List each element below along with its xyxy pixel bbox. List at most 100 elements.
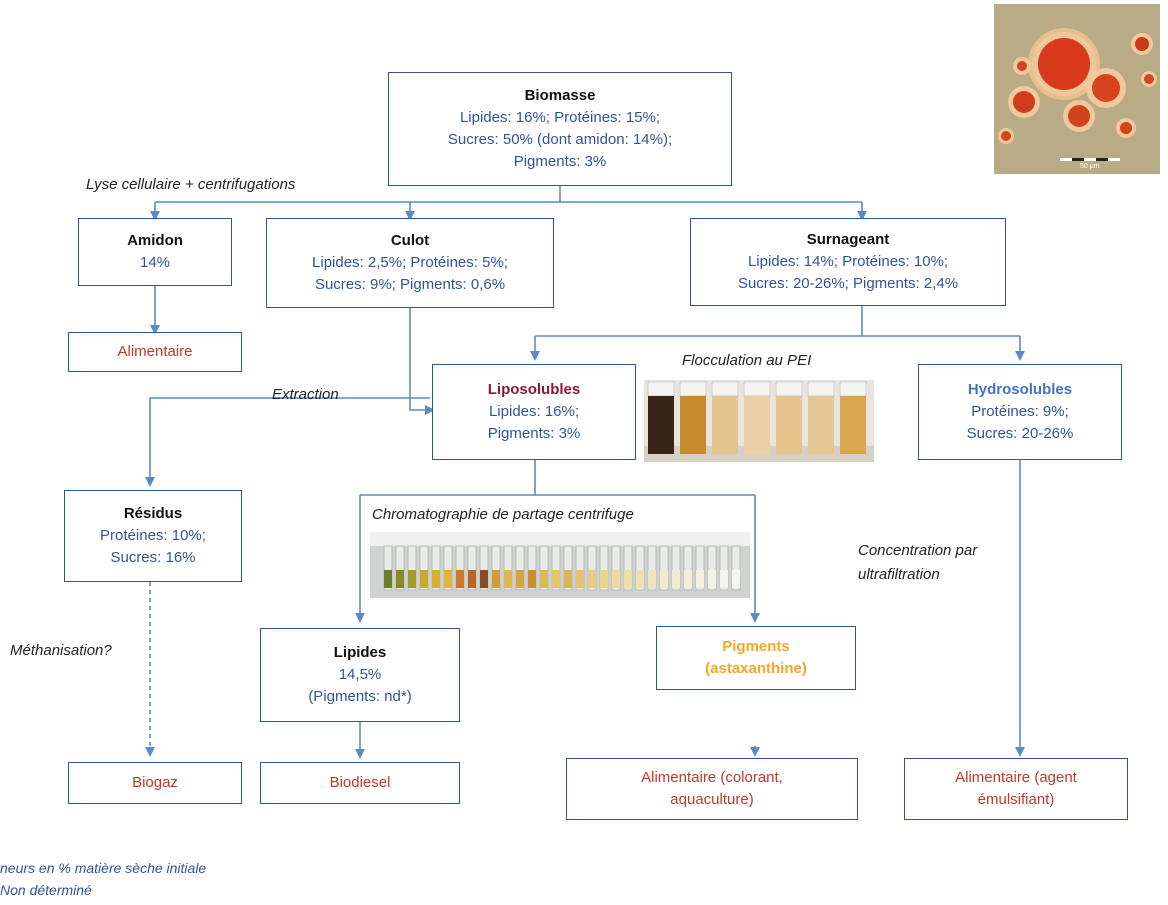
tube xyxy=(419,545,429,591)
tube xyxy=(443,545,453,591)
tube xyxy=(503,545,513,591)
tube xyxy=(491,545,501,591)
tube-fraction xyxy=(732,570,740,588)
hydrosolubles-line2: Sucres: 20-26% xyxy=(966,425,1074,442)
vials-illustration xyxy=(644,380,874,462)
surnageant-line2: Sucres: 20-26%; Pigments: 2,4% xyxy=(737,275,959,292)
hydrosolubles-line1: Protéines: 9%; xyxy=(971,403,1069,420)
biomasse-line1: Lipides: 16%; Protéines: 15%; xyxy=(459,109,661,126)
tube-fraction xyxy=(552,570,560,588)
concentration-label-1: Concentration par xyxy=(858,542,978,559)
extraction-label: Extraction xyxy=(272,386,339,403)
tube-fraction xyxy=(504,570,512,588)
tube-fraction xyxy=(624,570,632,588)
tube-fraction xyxy=(708,570,716,588)
culot-line2: Sucres: 9%; Pigments: 0,6% xyxy=(314,276,506,293)
tube-fraction xyxy=(576,570,584,588)
tube xyxy=(671,545,681,591)
hydrosolubles-box: Hydrosolubles Protéines: 9%; Sucres: 20-… xyxy=(918,364,1122,460)
amidon-box: Amidon 14% xyxy=(78,218,232,286)
tube xyxy=(467,545,477,591)
tube-fraction xyxy=(672,570,680,588)
tube xyxy=(539,545,549,591)
alimentaire-label: Alimentaire xyxy=(117,343,193,360)
pigments-subtitle: (astaxanthine) xyxy=(705,660,807,677)
tube xyxy=(695,545,705,591)
tube-fraction xyxy=(492,570,500,588)
pigments-box: Pigments (astaxanthine) xyxy=(656,626,856,690)
tube-fraction xyxy=(588,570,596,588)
tube-fraction xyxy=(612,570,620,588)
tube xyxy=(647,545,657,591)
biodiesel-box: Biodiesel xyxy=(260,762,460,804)
alimentaire-agent-line1: Alimentaire (agent xyxy=(955,769,1077,786)
amidon-value: 14% xyxy=(139,254,171,271)
footnote-units: neurs en % matière sèche initiale xyxy=(0,860,207,876)
lipides-line1: 14,5% xyxy=(338,666,382,683)
lipides-title: Lipides xyxy=(333,644,387,661)
culot-box: Culot Lipides: 2,5%; Protéines: 5%; Sucr… xyxy=(266,218,554,308)
tube-fraction xyxy=(456,570,464,588)
tube xyxy=(599,545,609,591)
hydrosolubles-title: Hydrosolubles xyxy=(967,381,1073,398)
biodiesel-label: Biodiesel xyxy=(329,774,391,791)
tube xyxy=(527,545,537,591)
lipides-line2: (Pigments: nd*) xyxy=(308,688,412,705)
tube-fraction xyxy=(384,570,392,588)
tube-fraction xyxy=(636,570,644,588)
chromatographie-label: Chromatographie de partage centrifuge xyxy=(372,506,634,523)
lipides-box: Lipides 14,5% (Pigments: nd*) xyxy=(260,628,460,722)
tube-fraction xyxy=(468,570,476,588)
scale-bar-label: 50 µm xyxy=(1080,163,1100,170)
alimentaire-box: Alimentaire xyxy=(68,332,242,372)
biomasse-box: Biomasse Lipides: 16%; Protéines: 15%; S… xyxy=(388,72,732,186)
alimentaire-colorant-box: Alimentaire (colorant, aquaculture) xyxy=(566,758,858,820)
tube-fraction xyxy=(600,570,608,588)
flocculation-vials-photo xyxy=(644,380,874,462)
methanisation-label: Méthanisation? xyxy=(10,642,112,659)
microalgae-photo: 50 µm xyxy=(994,4,1160,174)
tube-fraction xyxy=(684,570,692,588)
surnageant-line1: Lipides: 14%; Protéines: 10%; xyxy=(747,253,949,270)
tube-fraction xyxy=(540,570,548,588)
tube-fraction xyxy=(444,570,452,588)
tube xyxy=(719,545,729,591)
tube xyxy=(731,545,741,591)
tube-fraction xyxy=(420,570,428,588)
lyse-label: Lyse cellulaire + centrifugations xyxy=(86,176,296,193)
tube xyxy=(611,545,621,591)
culot-title: Culot xyxy=(390,232,430,249)
tubes-illustration xyxy=(370,532,750,598)
tube xyxy=(707,545,717,591)
alimentaire-colorant-line2: aquaculture) xyxy=(670,791,754,808)
tube-fraction xyxy=(528,570,536,588)
residus-box: Résidus Protéines: 10%; Sucres: 16% xyxy=(64,490,242,582)
liposolubles-line1: Lipides: 16%; xyxy=(488,403,580,420)
amidon-title: Amidon xyxy=(127,232,183,249)
tube xyxy=(479,545,489,591)
tube xyxy=(623,545,633,591)
tube-fraction xyxy=(720,570,728,588)
chromatography-tubes-photo xyxy=(370,532,750,598)
tube xyxy=(395,545,405,591)
tube xyxy=(431,545,441,591)
pigments-title: Pigments xyxy=(722,638,790,655)
tube xyxy=(587,545,597,591)
tube xyxy=(515,545,525,591)
alimentaire-agent-line2: émulsifiant) xyxy=(977,791,1055,808)
tube xyxy=(659,545,669,591)
biogaz-box: Biogaz xyxy=(68,762,242,804)
alimentaire-colorant-line1: Alimentaire (colorant, xyxy=(641,769,783,786)
tube-fraction xyxy=(696,570,704,588)
biomasse-line2: Sucres: 50% (dont amidon: 14%); xyxy=(447,131,673,148)
biogaz-label: Biogaz xyxy=(132,774,178,791)
alimentaire-agent-box: Alimentaire (agent émulsifiant) xyxy=(904,758,1128,820)
tube xyxy=(551,545,561,591)
tube xyxy=(407,545,417,591)
surnageant-box: Surnageant Lipides: 14%; Protéines: 10%;… xyxy=(690,218,1006,306)
tube xyxy=(575,545,585,591)
footnote-nd: Non déterminé xyxy=(0,882,92,898)
residus-title: Résidus xyxy=(123,505,183,522)
tube-fraction xyxy=(648,570,656,588)
